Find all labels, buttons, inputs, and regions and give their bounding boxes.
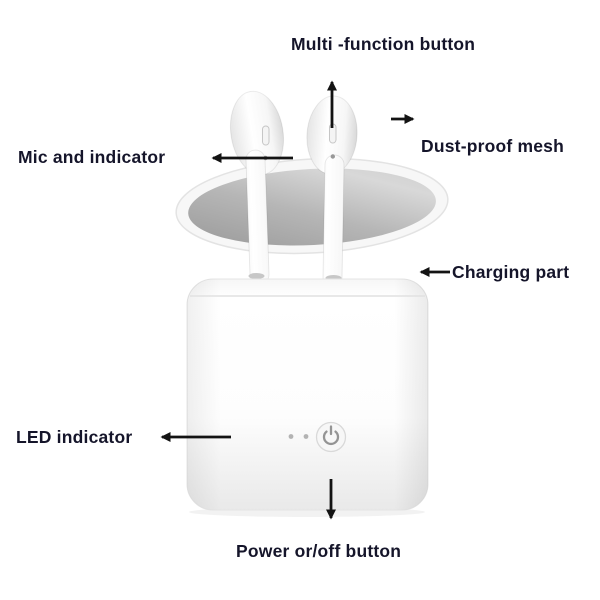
- case-body-shading: [187, 279, 428, 510]
- label-power-on-off-button: Power or/off button: [236, 541, 402, 561]
- label-mic-and-indicator: Mic and indicator: [18, 147, 166, 167]
- earbud-left-charging-contact: [248, 273, 265, 279]
- earbud-right-stem: [322, 154, 345, 288]
- earbud-right-mic-dot: [330, 154, 335, 159]
- power-button-face: [315, 421, 347, 453]
- charging-case-body: [186, 278, 429, 511]
- callout-arrows: [160, 80, 450, 520]
- earbud-left-stem: [245, 149, 270, 285]
- power-icon: [322, 425, 340, 446]
- label-charging-part: Charging part: [452, 262, 570, 282]
- case-indicator-dot-1: [288, 434, 294, 439]
- label-led-indicator: LED indicator: [16, 427, 133, 447]
- charging-case-lid: [175, 157, 449, 255]
- power-button: [315, 421, 347, 453]
- earbud-left-button: [262, 125, 270, 146]
- case-indicator-dot-2: [303, 434, 309, 439]
- earbud-left: [229, 90, 285, 285]
- label-multi-function-button: Multi -function button: [291, 34, 476, 54]
- label-dust-proof-mesh: Dust-proof mesh: [421, 136, 564, 156]
